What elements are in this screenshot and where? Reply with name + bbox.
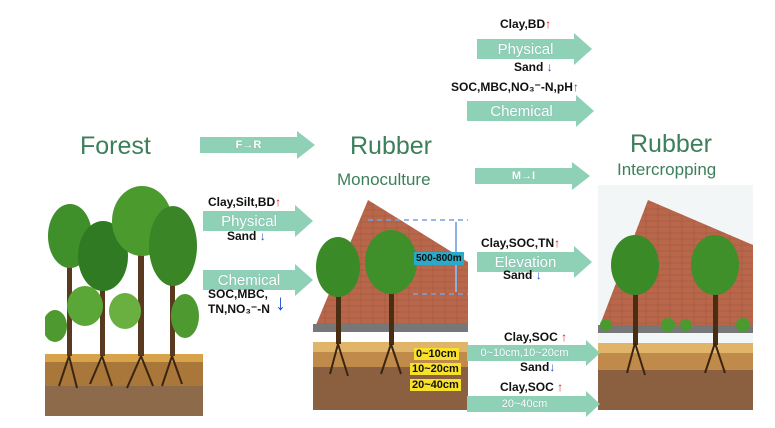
depth-0-20-label: 0~10cm,10~20cm <box>480 347 569 359</box>
rubber-intercropping-title: Rubber <box>630 130 712 158</box>
decrease-arrow-icon: ↓ <box>535 268 542 282</box>
forest-title: Forest <box>80 132 151 160</box>
chemical-arrow-left: Chemical <box>203 264 313 296</box>
top-physical-increase-text: Clay,BD <box>500 17 546 31</box>
depth2-increase: Clay,SOC ↑ <box>500 380 563 394</box>
increase-arrow-icon: ↑ <box>545 17 552 31</box>
depth-20-40-label: 20~40cm <box>501 398 548 410</box>
depth-0-20-arrow: 0~10cm,10~20cm <box>467 340 600 366</box>
chemical-top-label: Chemical <box>490 102 553 120</box>
rubber-intercropping-subtitle: Intercropping <box>617 160 717 179</box>
depth1-increase: Clay,SOC ↑ <box>504 330 567 344</box>
elevation-increase: Clay,SOC,TN↑ <box>481 236 560 250</box>
depth2-increase-text: Clay,SOC <box>500 380 554 394</box>
depth-label-10-20: 10~20cm <box>410 363 461 375</box>
intercropping-illustration <box>598 185 753 410</box>
depth1-decrease: Sand↓ <box>520 360 555 374</box>
increase-arrow-icon: ↑ <box>275 195 282 209</box>
top-physical-decrease: Sand ↓ <box>514 60 553 74</box>
chemical-arrow-top: Chemical <box>467 95 594 127</box>
elevation-increase-text: Clay,SOC,TN <box>481 236 555 250</box>
forest-illustration <box>45 186 203 416</box>
increase-arrow-icon: ↑ <box>554 236 561 250</box>
top-physical-increase: Clay,BD↑ <box>500 17 551 31</box>
top-chemical-increase-text: SOC,MBC,NO₃⁻-N,pH <box>451 80 573 94</box>
physical-top-label: Physical <box>497 40 554 58</box>
mono-to-inter-arrow: M→I <box>475 162 590 190</box>
top-chemical-increase: SOC,MBC,NO₃⁻-N,pH↑ <box>451 80 579 94</box>
depth-label-0-10: 0~10cm <box>414 348 459 360</box>
elevation-decrease: Sand ↓ <box>503 268 542 282</box>
top-physical-decrease-text: Sand <box>514 60 544 74</box>
decrease-arrow-icon: ↓ <box>546 60 553 74</box>
increase-arrow-icon: ↑ <box>561 330 568 344</box>
left-physical-increase: Clay,Silt,BD↑ <box>208 195 281 209</box>
left-physical-increase-text: Clay,Silt,BD <box>208 195 276 209</box>
physical-arrow-top: Physical <box>477 33 592 65</box>
left-chemical-decrease: SOC,MBC, TN,NO₃⁻-N <box>208 287 270 317</box>
forest-to-rubber-arrow: F→R <box>200 131 315 159</box>
mono-to-inter-label: M→I <box>511 170 536 182</box>
depth1-increase-text: Clay,SOC <box>504 330 558 344</box>
increase-arrow-icon: ↑ <box>557 380 564 394</box>
left-chemical-decrease-line1: SOC,MBC, <box>208 287 268 301</box>
left-physical-decrease: Sand ↓ <box>227 229 266 243</box>
elevation-decrease-text: Sand <box>503 268 533 282</box>
chemical-left-label: Chemical <box>217 271 281 289</box>
elevation-arrow: Elevation <box>477 246 592 278</box>
left-physical-decrease-text: Sand <box>227 229 257 243</box>
forest-to-rubber-label: F→R <box>235 139 262 151</box>
elevation-range-badge: 500-800m <box>414 252 464 265</box>
depth-20-40-arrow: 20~40cm <box>467 391 600 417</box>
rubber-monoculture-subtitle: Monoculture <box>337 170 431 189</box>
increase-arrow-icon: ↑ <box>572 80 579 94</box>
monoculture-illustration <box>313 192 468 410</box>
physical-left-label: Physical <box>221 212 277 230</box>
decrease-arrow-icon: ↓ <box>549 360 556 374</box>
depth1-decrease-text: Sand <box>520 360 550 374</box>
physical-arrow-left: Physical <box>203 205 313 237</box>
decrease-arrow-icon: ↓ <box>259 229 266 243</box>
elevation-label: Elevation <box>494 253 557 271</box>
decrease-arrow-icon: ↓ <box>275 290 286 315</box>
depth-label-20-40: 20~40cm <box>410 379 461 391</box>
rubber-monoculture-title: Rubber <box>350 132 432 160</box>
left-chemical-decrease-line2: TN,NO₃⁻-N <box>208 302 270 316</box>
